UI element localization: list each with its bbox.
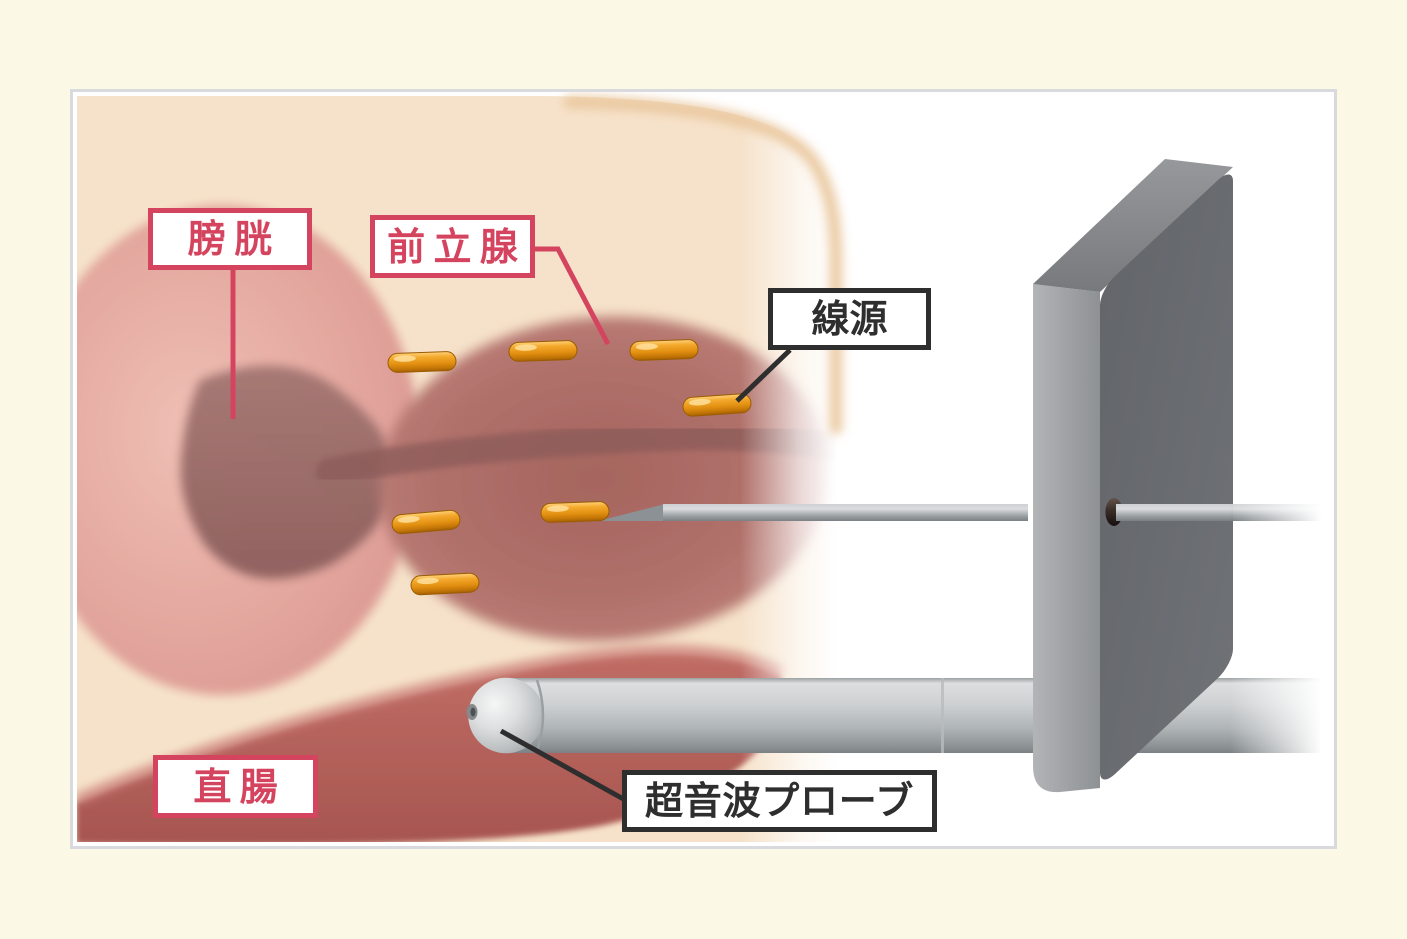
ultrasound-probe [466,677,1320,754]
source-pointer [735,348,792,403]
seed [387,350,457,374]
plate-front-face [1100,174,1233,780]
template-grid-plate [1033,159,1233,793]
seed [410,572,480,596]
plate-side-face [1033,284,1100,793]
brachytherapy-diagram [73,92,1334,846]
label-source: 線源 [768,288,931,350]
probe-seam [535,679,545,752]
seed [508,339,578,363]
label-prostate: 前立腺 [370,215,535,278]
label-ultrasound-probe: 超音波プローブ [622,770,937,832]
label-rectum: 直腸 [153,755,318,818]
prostate-pointer [534,246,611,346]
pointer-lines [230,246,792,804]
seed [540,500,610,524]
needle-tip [598,504,665,521]
label-bladder: 膀胱 [148,208,312,270]
implant-needle [598,504,1326,521]
body-contour [563,95,843,435]
seed [629,338,699,362]
illustration-panel [70,89,1337,849]
probe-pointer [499,728,629,804]
plate-top-face [1033,159,1233,292]
